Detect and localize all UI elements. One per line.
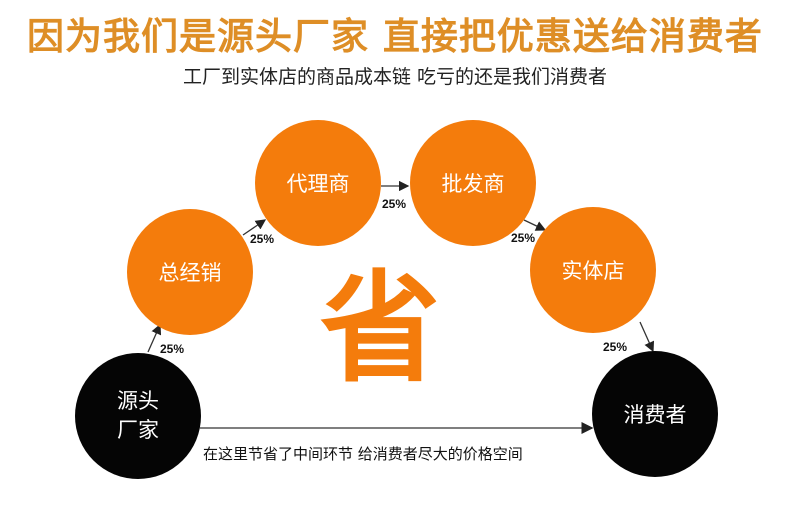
markup-label: 25%: [511, 231, 536, 245]
page-title: 因为我们是源头厂家 直接把优惠送给消费者: [27, 15, 763, 58]
markup-label: 25%: [603, 340, 628, 354]
node-consumer: 消费者: [592, 351, 718, 477]
page-subtitle: 工厂到实体店的商品成本链 吃亏的还是我们消费者: [182, 66, 608, 88]
save-character: 省: [320, 260, 440, 399]
node-label: 厂家: [117, 418, 159, 442]
node-agent: 代理商: [255, 120, 381, 246]
node-label: 源头: [117, 388, 159, 413]
node-factory: 源头 厂家: [75, 353, 201, 479]
node-label: 实体店: [561, 259, 625, 283]
markup-label: 25%: [250, 232, 275, 246]
node-wholesaler: 批发商: [410, 120, 536, 246]
direct-caption: 在这里节省了中间环节 给消费者尽大的价格空间: [203, 445, 523, 463]
node-label: 代理商: [286, 172, 350, 196]
markup-label: 25%: [160, 342, 185, 356]
node-label: 批发商: [441, 172, 505, 196]
node-label: 总经销: [158, 261, 222, 285]
node-retail-store: 实体店: [530, 207, 656, 333]
node-general-distributor: 总经销: [127, 209, 253, 335]
markup-label: 25%: [382, 197, 407, 211]
node-label: 消费者: [623, 403, 687, 427]
